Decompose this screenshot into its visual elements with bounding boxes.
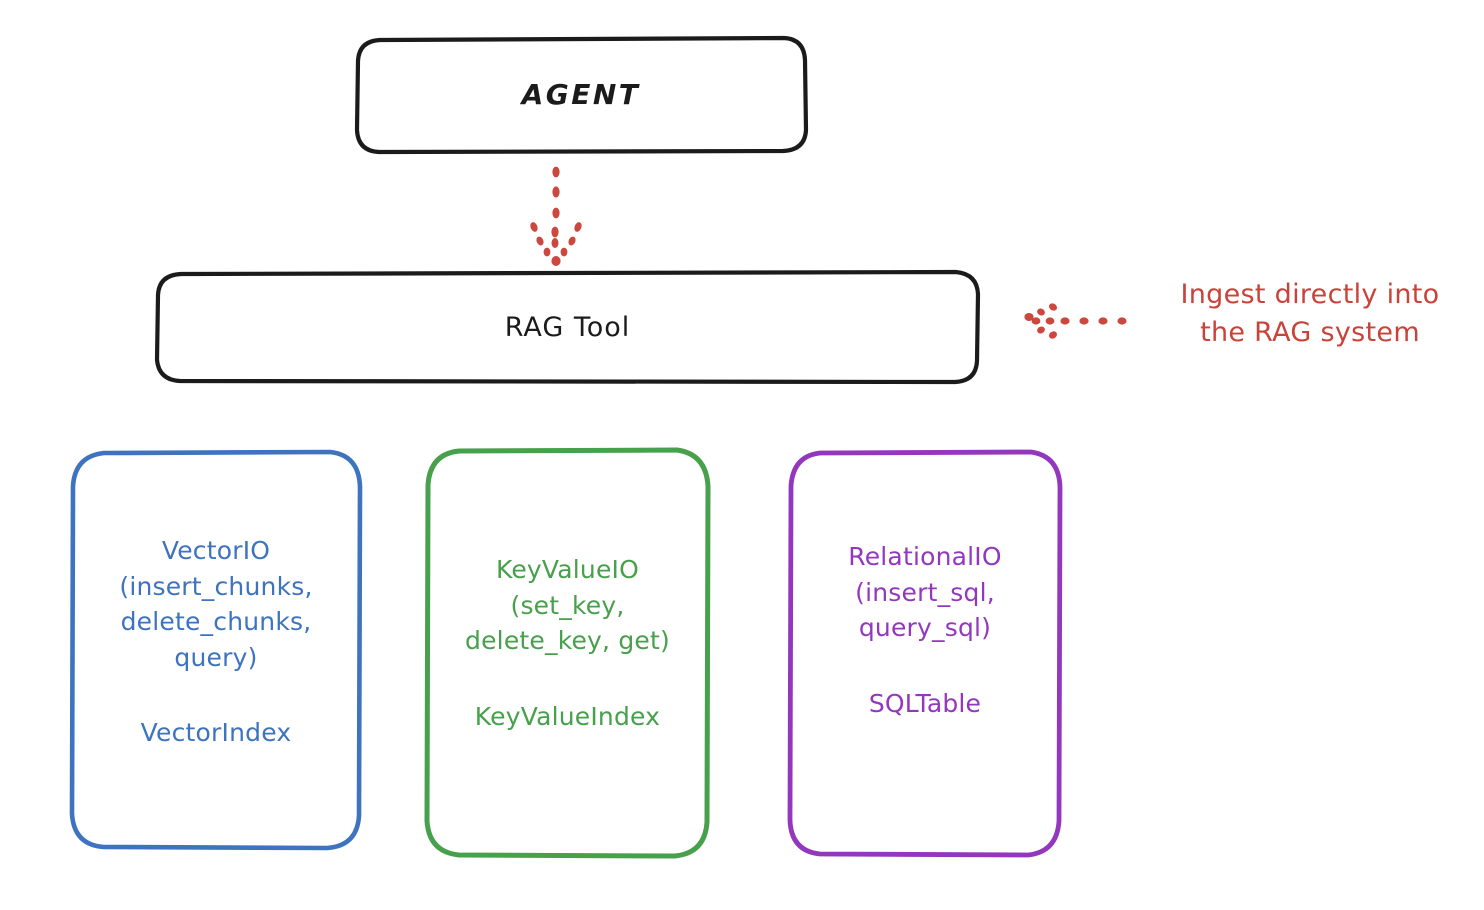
key-value-io-box-outline bbox=[424, 447, 711, 859]
rag-tool-node[interactable]: RAG Tool bbox=[157, 272, 978, 382]
rag-tool-box-outline bbox=[154, 269, 981, 385]
vector-io-box-outline bbox=[69, 449, 363, 851]
vector-io-node[interactable]: VectorIO (insert_chunks, delete_chunks, … bbox=[72, 452, 360, 848]
spacer bbox=[119, 675, 312, 715]
agent-label: AGENT bbox=[521, 78, 641, 111]
agent-box-outline bbox=[354, 35, 809, 155]
rag-tool-label: RAG Tool bbox=[504, 311, 631, 343]
ingest-annotation-label: Ingest directly into the RAG system bbox=[1180, 279, 1440, 349]
spacer bbox=[848, 646, 1002, 686]
relational-io-api-label: RelationalIO (insert_sql, query_sql) bbox=[848, 542, 1002, 642]
relational-io-box-outline bbox=[787, 449, 1063, 858]
relational-io-node[interactable]: RelationalIO (insert_sql, query_sql) SQL… bbox=[790, 452, 1060, 856]
key-value-io-node[interactable]: KeyValueIO (set_key, delete_key, get) Ke… bbox=[427, 450, 708, 856]
spacer bbox=[465, 659, 670, 699]
sql-table-label: SQLTable bbox=[868, 688, 982, 718]
agent-to-rag-tool-connector bbox=[530, 166, 582, 266]
vector-io-api-label: VectorIO (insert_chunks, delete_chunks, … bbox=[119, 536, 313, 672]
ingest-connector bbox=[1024, 303, 1127, 339]
agent-node[interactable]: AGENT bbox=[357, 38, 805, 152]
vector-index-label: VectorIndex bbox=[140, 718, 292, 748]
key-value-io-api-label: KeyValueIO (set_key, delete_key, get) bbox=[465, 555, 670, 655]
key-value-index-label: KeyValueIndex bbox=[474, 701, 661, 731]
